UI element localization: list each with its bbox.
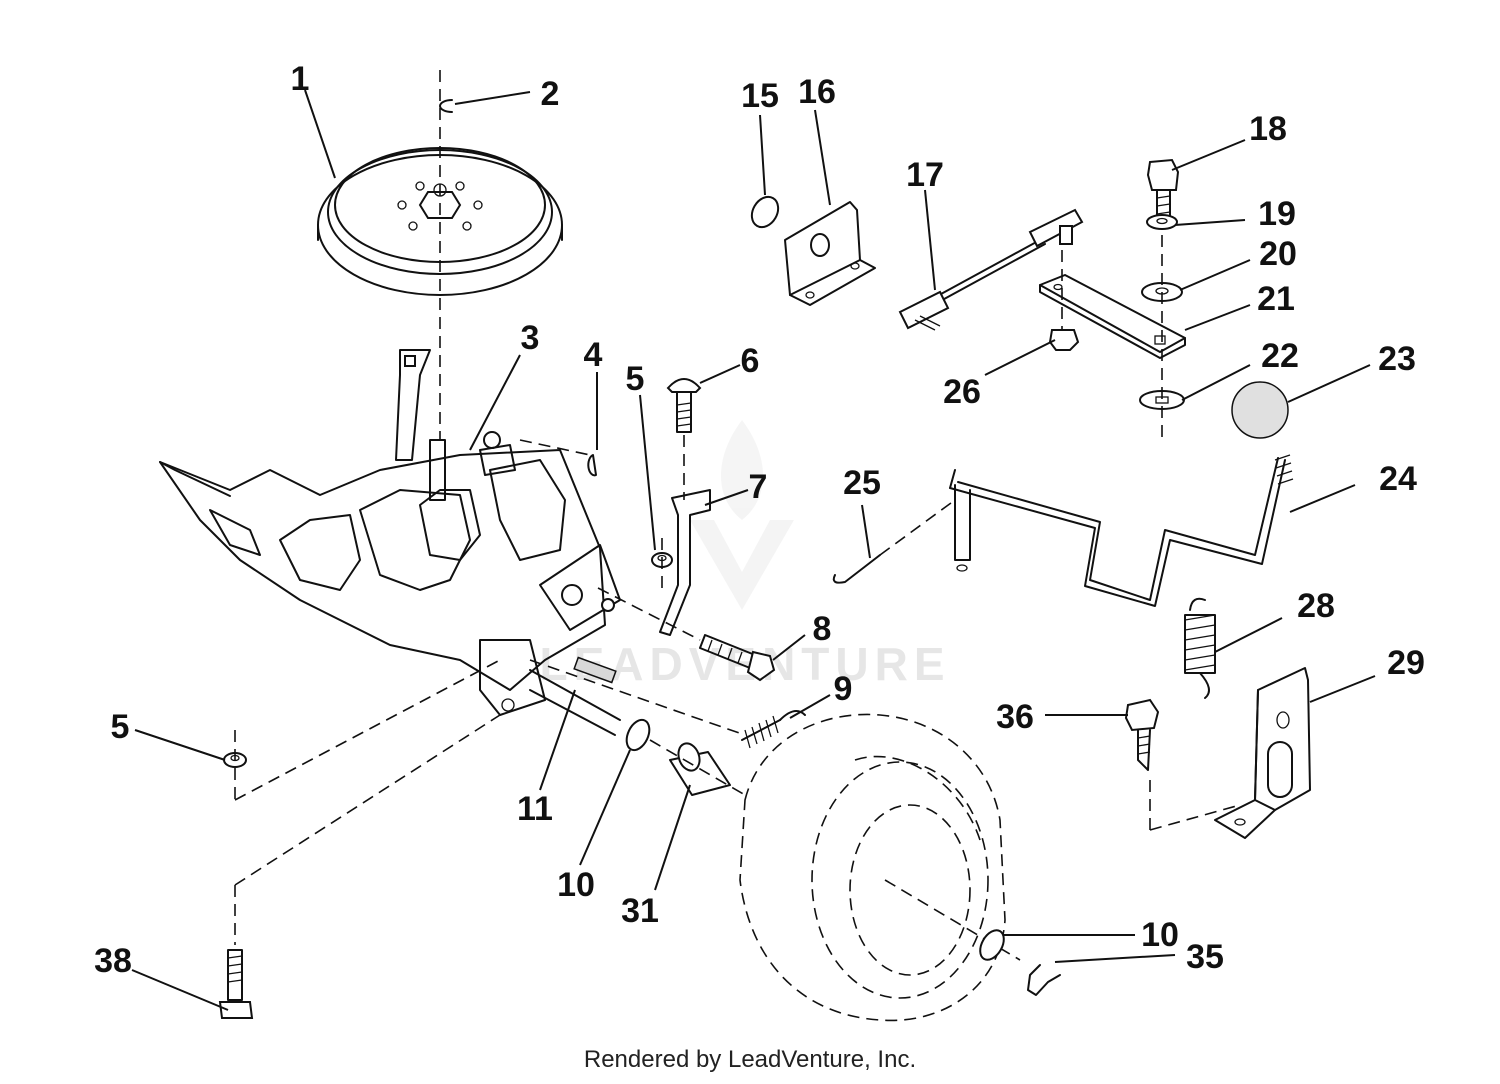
callout-5-upper: 5 [626,360,645,398]
leader-lines [131,89,1376,1011]
callout-15: 15 [741,77,779,115]
callout-36: 36 [996,698,1034,736]
flange-bolt [699,634,776,682]
extension-spring [1184,597,1216,699]
cotter-pin [832,554,881,584]
callout-3: 3 [521,319,540,357]
callout-20: 20 [1259,235,1297,273]
lever-bracket [1214,667,1311,839]
link-plate [1039,274,1186,359]
angle-bracket [784,201,876,306]
spring [741,710,806,749]
washer-wheel [979,929,1005,961]
washer-15 [750,195,780,229]
callout-35: 35 [1186,938,1224,976]
carriage-bolt [666,378,702,433]
callout-38: 38 [94,942,132,980]
callout-26: 26 [943,373,981,411]
wheel [739,713,1006,1022]
adjustment-rod [898,208,1084,331]
callout-25: 25 [843,464,881,502]
callout-31: 31 [621,892,659,930]
self-tapping-screw [1124,698,1160,771]
shift-lever [949,454,1294,607]
axle-spacer [669,742,731,796]
e-clip [439,99,453,113]
callout-11: 11 [517,790,553,828]
footer-credit: Rendered by LeadVenture, Inc. [583,1046,917,1073]
callout-24: 24 [1379,460,1417,498]
shift-knob [1231,381,1289,439]
callout-1: 1 [291,60,310,98]
callout-18: 18 [1249,110,1287,148]
callout-19: 19 [1258,195,1296,233]
watermark-text: LEADVENTURE [539,638,950,690]
key [587,454,597,477]
callout-23: 23 [1378,340,1416,378]
callout-9: 9 [834,670,853,708]
callout-16: 16 [798,73,836,111]
callout-29: 29 [1387,644,1425,682]
callout-4: 4 [584,336,603,374]
hex-bolt [218,949,254,1019]
callout-5-lower: 5 [111,708,130,746]
callout-2: 2 [541,75,560,113]
callout-6: 6 [741,342,760,380]
callout-28: 28 [1297,587,1335,625]
callout-8: 8 [813,610,832,648]
lock-washer [1146,214,1178,230]
watermark-logo [690,420,794,610]
retaining-clip [1027,964,1061,996]
transaxle [159,349,621,736]
washer-axle [625,718,651,752]
callout-7: 7 [749,468,768,506]
callout-10-left: 10 [557,866,595,904]
callout-17: 17 [906,156,944,194]
callout-22: 22 [1261,337,1299,375]
callout-21: 21 [1257,280,1295,318]
bracket [659,489,711,636]
callout-10-right: 10 [1141,916,1179,954]
